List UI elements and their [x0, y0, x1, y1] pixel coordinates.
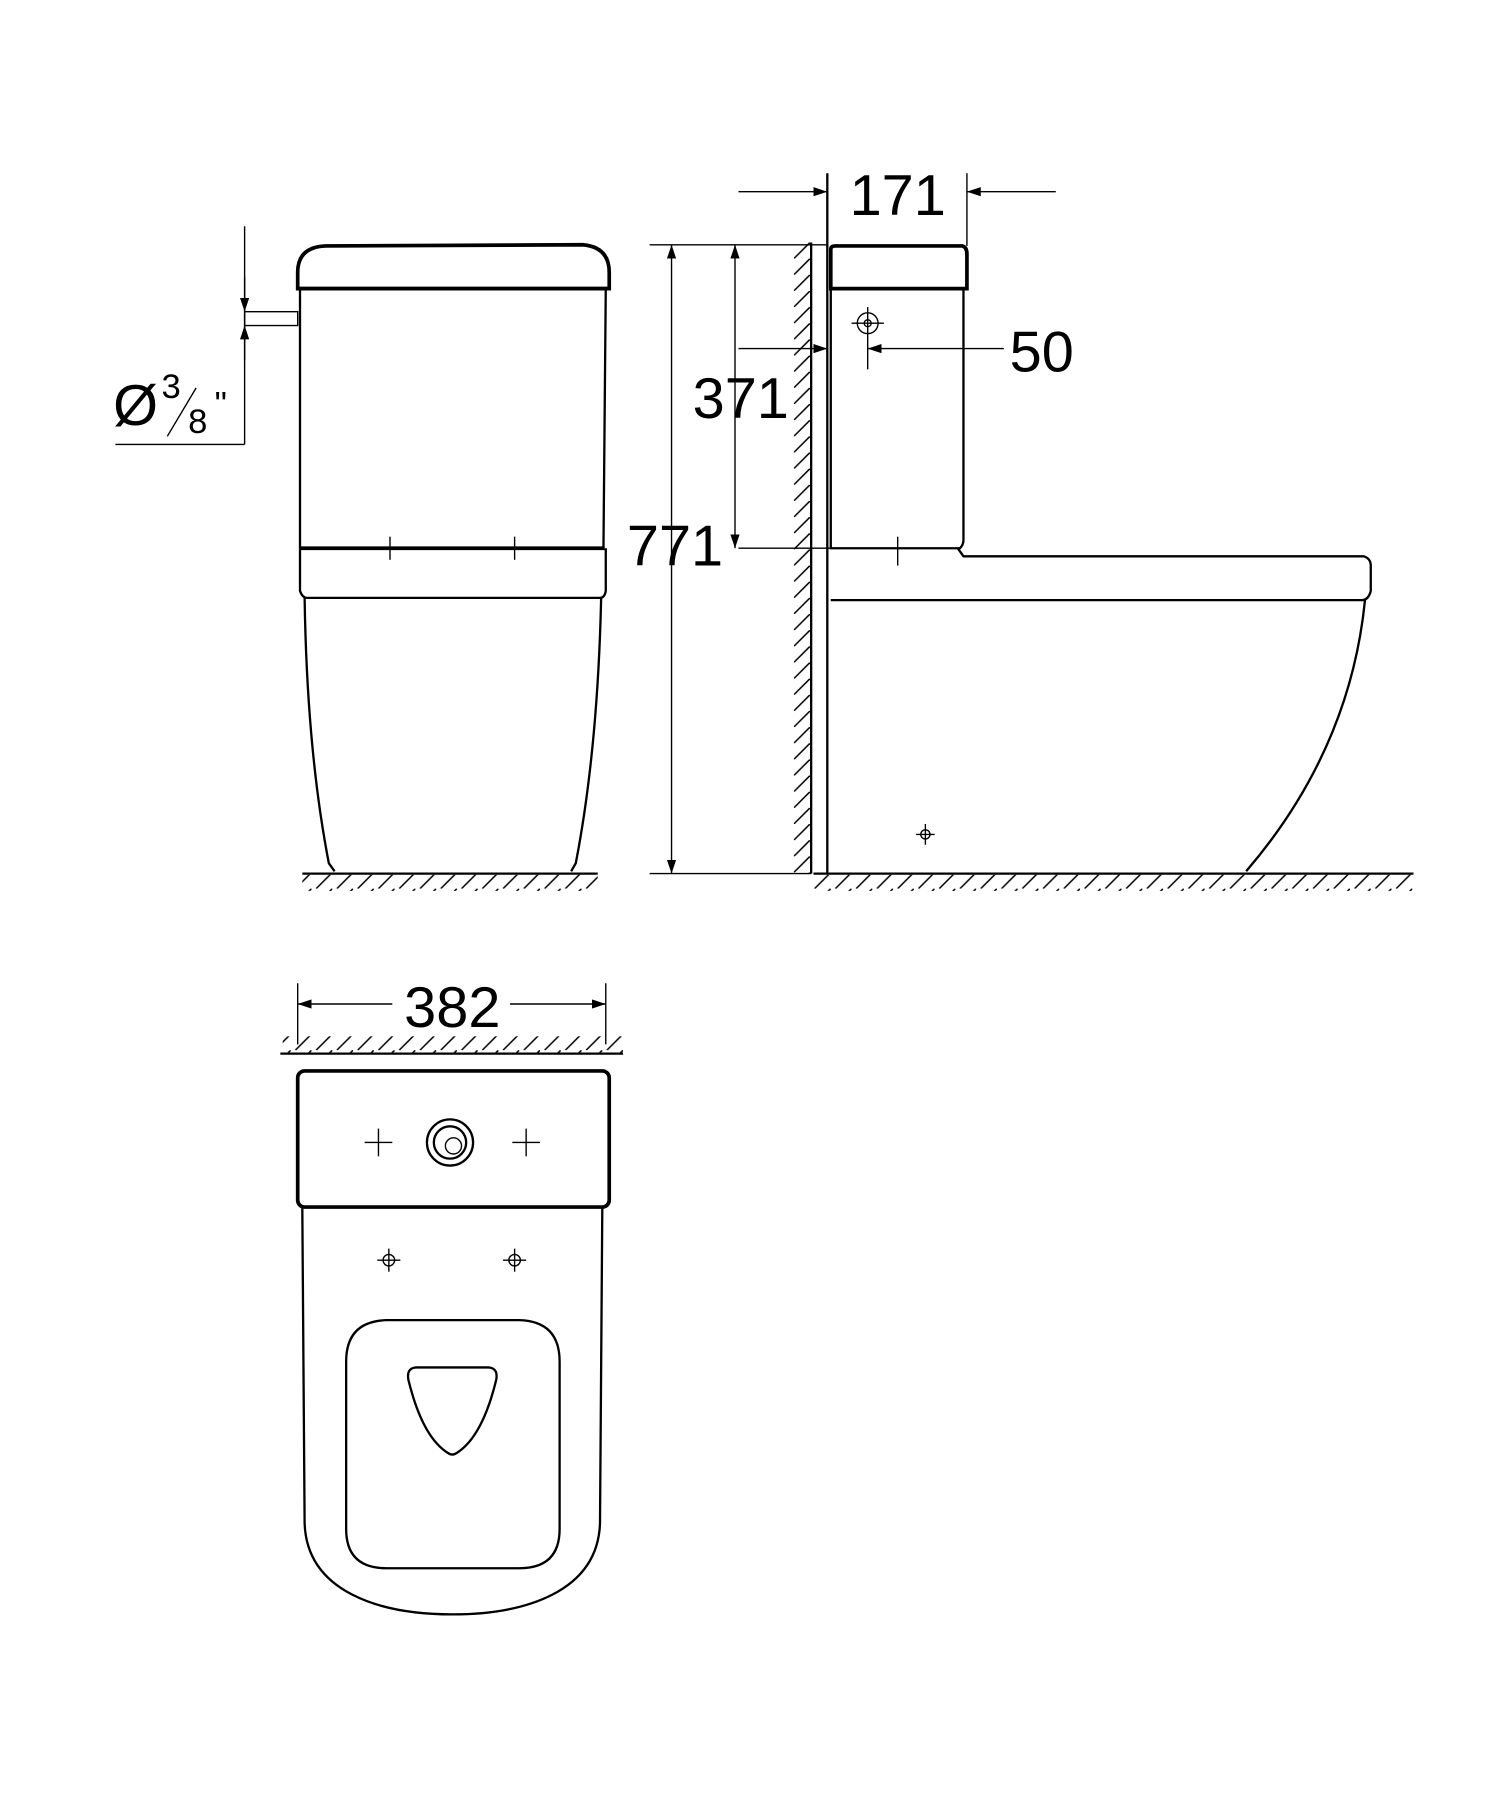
tank-lid-side [828, 244, 969, 291]
fixing-hole-icon [377, 1248, 401, 1272]
seat-top [344, 1319, 561, 1570]
fixing-cross-icon [364, 1128, 393, 1157]
dim-771: 771 [627, 515, 723, 579]
dim-382: 382 [404, 976, 500, 1040]
fixing-cross-icon [512, 1128, 540, 1157]
inlet-target-icon [851, 307, 884, 370]
dim-50: 50 [1010, 321, 1074, 385]
front-view: Ø 3 8 " [113, 226, 612, 891]
bowl-opening [406, 1366, 498, 1456]
tank-lid-front [295, 242, 612, 291]
side-view: 171 50 771 371 [627, 164, 1414, 891]
diameter-unit: " [215, 386, 227, 424]
fixing-hole-icon [503, 1248, 527, 1272]
dim-171: 171 [850, 164, 946, 228]
bowl-top [301, 1207, 604, 1616]
bowl-front [303, 597, 603, 872]
bowl-band-front [298, 548, 607, 599]
diameter-symbol: Ø [113, 374, 158, 438]
tank-body-side [829, 288, 965, 550]
dim-371: 371 [693, 367, 789, 431]
inlet-pipe [243, 310, 299, 327]
tank-body-front [298, 288, 607, 549]
diameter-denominator: 8 [188, 403, 207, 441]
fixing-point-icon [916, 824, 935, 845]
bowl-side [830, 547, 1372, 873]
flush-button-icon [425, 1118, 475, 1167]
tank-top [295, 1069, 612, 1209]
top-view: 382 [280, 976, 624, 1616]
diameter-numerator: 3 [162, 368, 181, 406]
